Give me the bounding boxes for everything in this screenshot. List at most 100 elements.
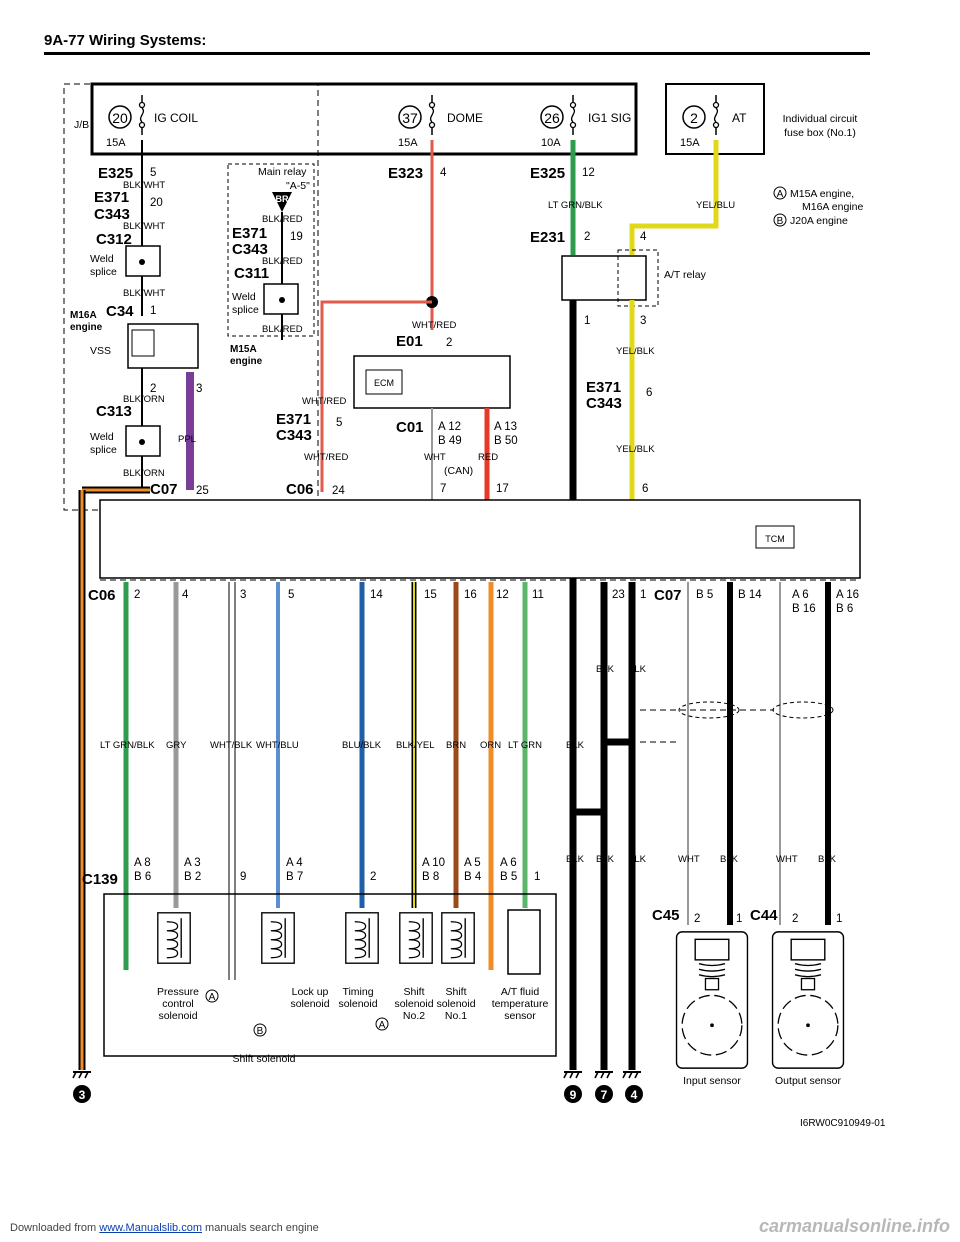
svg-text:1: 1 <box>640 589 646 601</box>
svg-text:23: 23 <box>612 589 625 601</box>
svg-text:M15A: M15A <box>230 344 257 355</box>
svg-text:12: 12 <box>496 589 509 601</box>
input-sensor-label: Input sensor <box>683 1075 741 1087</box>
svg-text:BLK/RED: BLK/RED <box>262 256 303 267</box>
svg-text:WHT: WHT <box>776 854 798 865</box>
svg-text:15A: 15A <box>680 137 700 149</box>
conn-c07-right: C07 <box>654 587 682 604</box>
conn-c01: C01 <box>396 419 424 436</box>
ground-badge-7 <box>595 1085 613 1103</box>
ecm-chip <box>365 369 403 395</box>
lower-wires <box>123 582 528 980</box>
svg-text:WHT: WHT <box>678 854 700 865</box>
conn-c139: C139 <box>82 871 118 888</box>
conn-e371-mid: E371 <box>232 225 267 242</box>
svg-text:3: 3 <box>240 589 246 601</box>
svg-text:control: control <box>162 998 194 1010</box>
at-relay-label: A/T relay <box>664 269 707 281</box>
svg-text:7: 7 <box>440 483 446 495</box>
svg-text:15A: 15A <box>106 137 126 149</box>
svg-text:ORN: ORN <box>480 740 501 751</box>
at-relay <box>561 255 647 301</box>
svg-text:A: A <box>209 992 216 1003</box>
ground-badge-4 <box>625 1085 643 1103</box>
svg-text:"A-5": "A-5" <box>286 180 310 192</box>
svg-text:2: 2 <box>584 231 590 243</box>
yel-blu-wire <box>629 140 719 255</box>
svg-text:2: 2 <box>370 871 376 883</box>
svg-text:BLK: BLK <box>720 854 739 865</box>
conn-c06-bottom: C06 <box>88 587 116 604</box>
svg-text:solenoid: solenoid <box>290 998 329 1010</box>
svg-text:engine: engine <box>230 356 263 367</box>
svg-text:BLK: BLK <box>596 854 615 865</box>
svg-text:4: 4 <box>440 167 447 179</box>
svg-text:TCM: TCM <box>765 534 785 544</box>
svg-text:14: 14 <box>370 589 383 601</box>
svg-text:3: 3 <box>79 1088 86 1102</box>
wht-red-wire <box>320 300 432 492</box>
svg-text:3: 3 <box>196 383 202 395</box>
conn-c343-mid: C343 <box>232 241 268 258</box>
svg-text:engine: engine <box>70 322 103 333</box>
header-rule <box>44 52 870 55</box>
svg-text:5: 5 <box>288 589 294 601</box>
legend: A M15A engine, M16A engine B J20A engine <box>773 186 863 227</box>
svg-text:DOME: DOME <box>447 111 483 125</box>
svg-text:WHT/RED: WHT/RED <box>412 320 456 331</box>
svg-text:1: 1 <box>584 315 590 327</box>
svg-text:12: 12 <box>582 167 595 179</box>
svg-text:2: 2 <box>446 337 452 349</box>
svg-text:Shift: Shift <box>403 986 424 998</box>
svg-text:BLK: BLK <box>818 854 837 865</box>
svg-text:B 16: B 16 <box>792 603 816 615</box>
svg-text:24: 24 <box>332 485 345 497</box>
svg-text:B 50: B 50 <box>494 435 518 447</box>
svg-text:11: 11 <box>532 589 544 601</box>
solenoid-pack <box>103 893 557 1057</box>
svg-text:ECM: ECM <box>374 378 394 388</box>
svg-text:M16A: M16A <box>70 310 97 321</box>
svg-text:2: 2 <box>694 913 700 925</box>
svg-text:A: A <box>379 1020 386 1031</box>
page-title: 9A-77 Wiring Systems: <box>44 32 207 49</box>
fuse-ig1-sig: 26 IG1 SIG 10A <box>540 94 631 149</box>
svg-text:solenoid: solenoid <box>436 998 475 1010</box>
conn-c34: C34 <box>106 303 134 320</box>
svg-text:BR: BR <box>276 194 289 204</box>
svg-text:3: 3 <box>640 315 646 327</box>
manualslib-link[interactable]: www.Manualslib.com <box>99 1222 202 1234</box>
svg-text:A/T fluid: A/T fluid <box>501 986 539 998</box>
svg-text:solenoid: solenoid <box>158 1010 197 1022</box>
svg-text:J20A engine: J20A engine <box>790 215 848 227</box>
svg-text:YEL/BLU: YEL/BLU <box>696 200 735 211</box>
svg-text:2: 2 <box>690 110 698 126</box>
svg-text:B 6: B 6 <box>134 871 151 883</box>
m15a-block <box>227 163 315 337</box>
svg-text:7: 7 <box>601 1088 608 1102</box>
svg-text:A 6: A 6 <box>792 589 809 601</box>
tcm-chip <box>755 525 795 549</box>
svg-text:PPL: PPL <box>178 434 196 445</box>
svg-text:BLK: BLK <box>628 664 647 675</box>
svg-text:A: A <box>777 189 784 200</box>
svg-text:No.1: No.1 <box>445 1010 467 1022</box>
svg-text:BLK: BLK <box>628 854 647 865</box>
svg-text:2: 2 <box>792 913 798 925</box>
svg-text:LT GRN: LT GRN <box>508 740 542 751</box>
svg-text:BLK/RED: BLK/RED <box>262 324 303 335</box>
individual-box-line1: Individual circuit <box>783 113 858 125</box>
svg-text:BLK: BLK <box>596 664 615 675</box>
junction-box-outline <box>90 82 638 156</box>
svg-text:LT GRN/BLK: LT GRN/BLK <box>548 200 603 211</box>
conn-c07-left: C07 <box>150 481 178 498</box>
svg-text:Shift: Shift <box>445 986 466 998</box>
svg-text:IG COIL: IG COIL <box>154 111 198 125</box>
conn-c311: C311 <box>234 265 269 282</box>
svg-text:20: 20 <box>150 197 163 209</box>
conn-c312: C312 <box>96 231 132 248</box>
svg-text:WHT/BLU: WHT/BLU <box>256 740 299 751</box>
svg-text:16: 16 <box>464 589 477 601</box>
conn-c06-top: C06 <box>286 481 314 498</box>
